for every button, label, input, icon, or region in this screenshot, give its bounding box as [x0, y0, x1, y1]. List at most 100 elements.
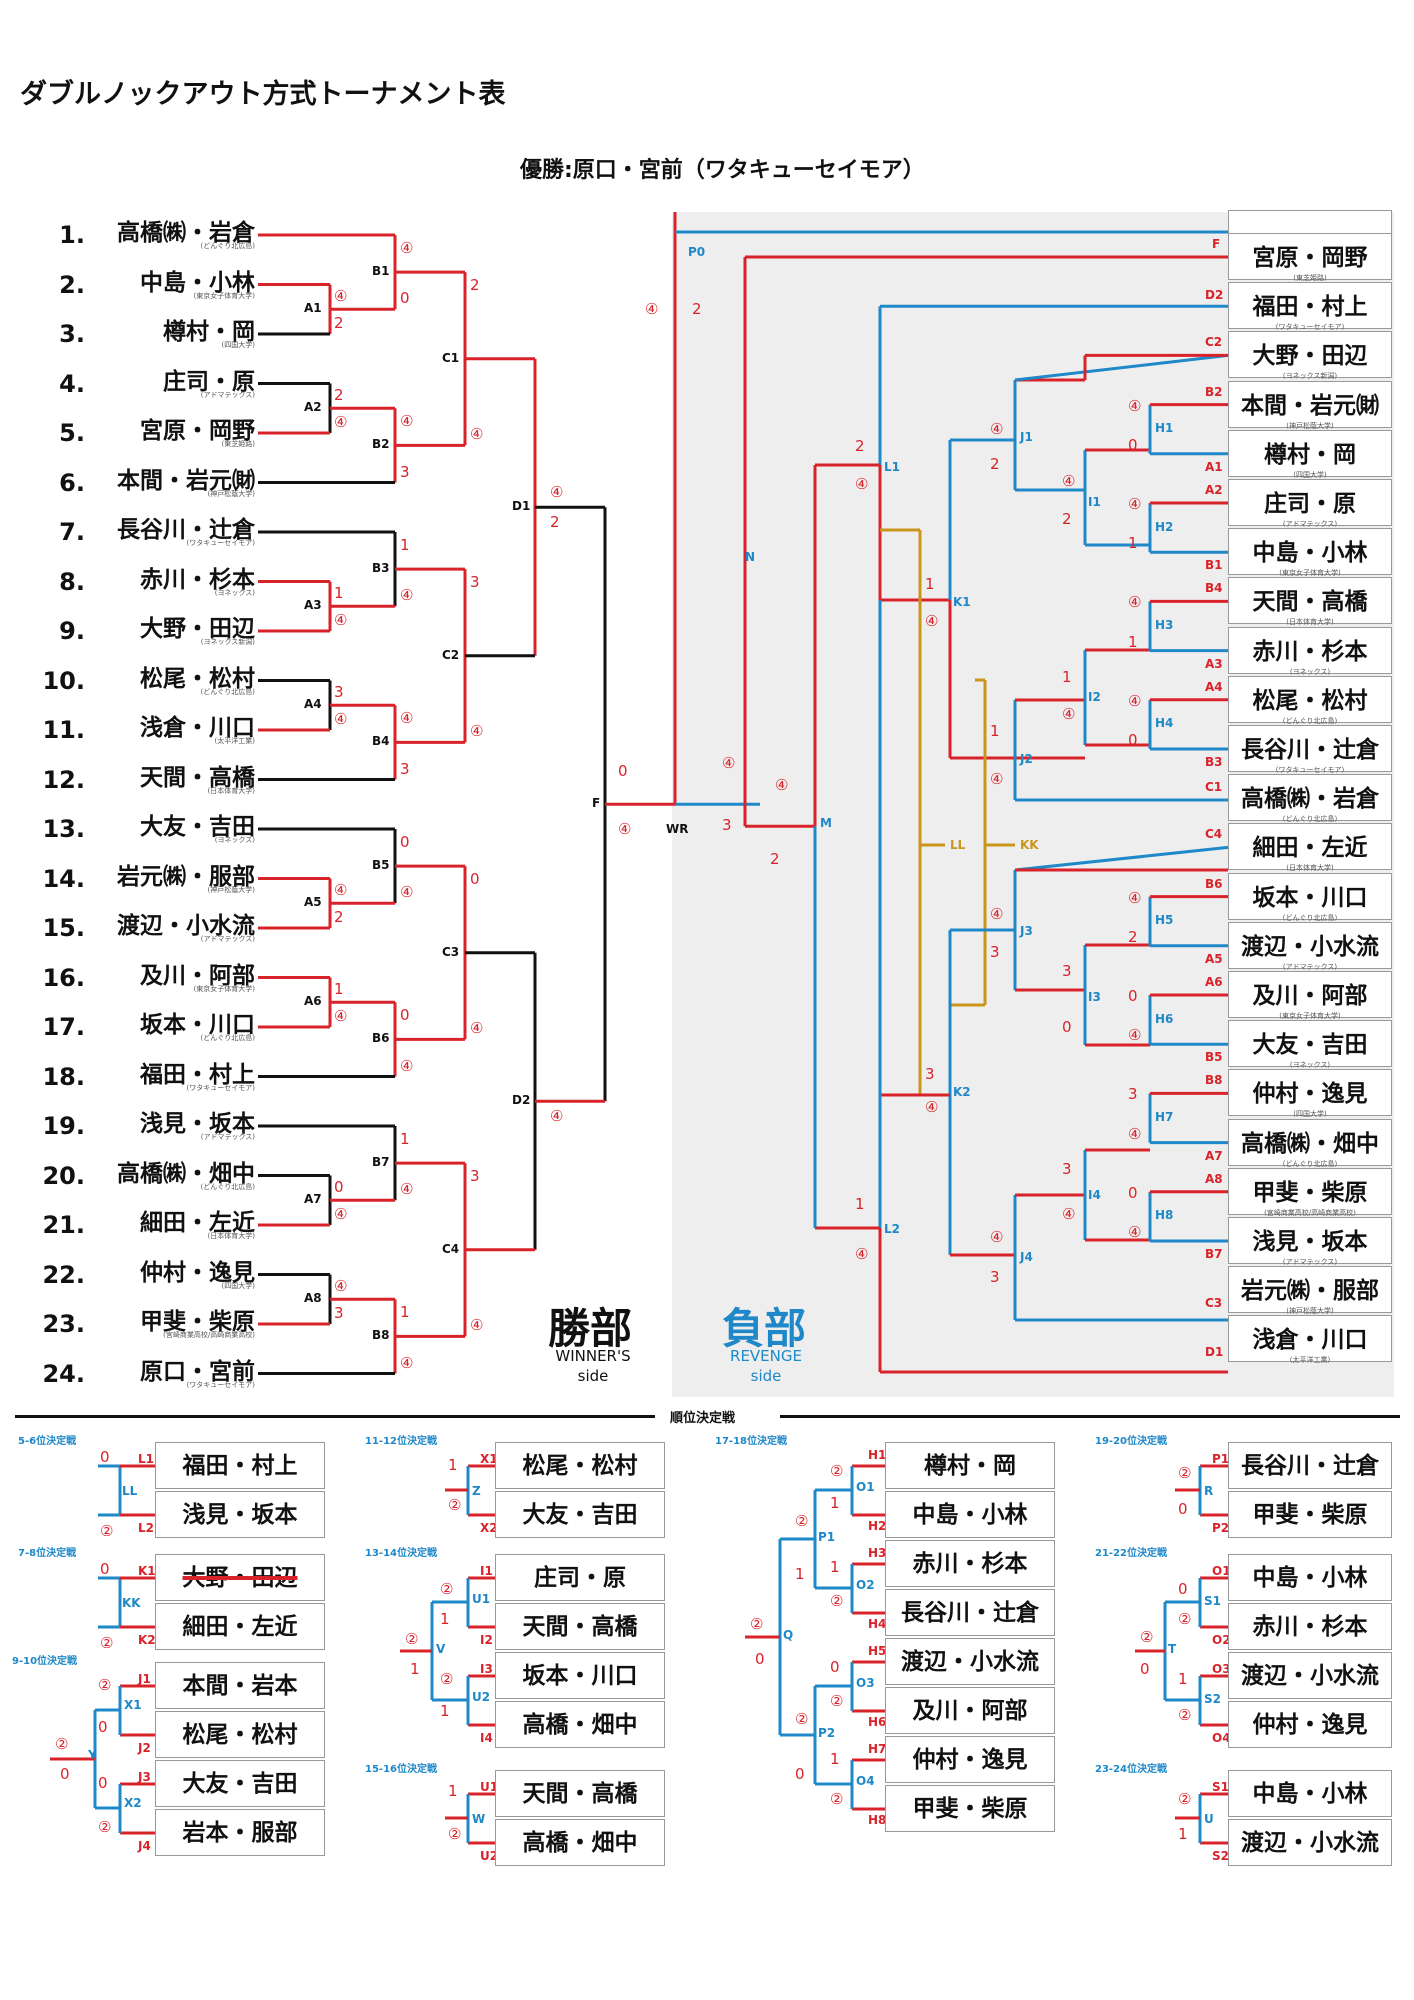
placement-caption: 23-24位決定戦 [1095, 1764, 1167, 1775]
score-label: ④ [855, 1245, 869, 1263]
player-name: 長谷川・辻倉 [117, 517, 255, 543]
match-label: B1 [1205, 558, 1223, 573]
revenge-player-box: 長谷川・辻倉(ワタキューセイモア) [1228, 725, 1392, 774]
score-label: ④ [400, 412, 414, 431]
score-label: ④ [1128, 691, 1142, 710]
player-affiliation: (アドマテックス) [200, 390, 255, 399]
placement-caption: 9-10位決定戦 [12, 1656, 78, 1667]
match-label: I4 [480, 1731, 493, 1745]
winners-side-sub1: WINNER'S [555, 1347, 631, 1365]
player-name: 松尾・松村 [140, 665, 255, 692]
placement-caption: 15-16位決定戦 [365, 1764, 437, 1775]
score-label: ④ [334, 880, 348, 899]
score-label: ④ [334, 1276, 348, 1295]
score-label: ② [100, 1522, 114, 1540]
score-label: 0 [60, 1765, 70, 1783]
placement-name: 中島・小林 [1228, 1770, 1392, 1817]
player-affiliation: (ワタキューセイモア) [1275, 323, 1345, 332]
match-label: I3 [1088, 990, 1101, 1004]
match-label: N [745, 550, 756, 564]
match-label: O4 [856, 1774, 875, 1788]
player-name: 甲斐・柴原 [1252, 1179, 1368, 1206]
player-name: 及川・阿部 [1252, 983, 1368, 1009]
match-label: A2 [304, 400, 322, 415]
page-title: ダブルノックアウト方式トーナメント表 [20, 79, 506, 110]
score-label: 2 [1062, 510, 1072, 528]
score-label: ④ [990, 1228, 1004, 1246]
seed-number: 7. [59, 518, 85, 546]
match-label: P0 [688, 245, 706, 259]
match-label: D2 [512, 1093, 531, 1108]
score-label: 0 [98, 1774, 108, 1792]
placement-name: 赤川・杉本 [885, 1540, 1055, 1587]
seed-number: 10. [42, 666, 85, 695]
placement-name: 岩本・服部 [155, 1809, 325, 1856]
bracket-line [0, 0, 258, 681]
placement-name: 天間・高橋 [495, 1770, 665, 1817]
seed-number: 15. [42, 914, 85, 942]
score-label: 1 [410, 1660, 420, 1678]
score-label: ④ [550, 483, 564, 502]
match-label: H2 [868, 1519, 887, 1533]
score-label: ④ [1062, 705, 1076, 723]
player-name: 大友・吉田 [140, 814, 255, 840]
score-label: ② [795, 1512, 809, 1530]
score-label: 3 [990, 1268, 1000, 1286]
player-affiliation: (日本体育大学) [207, 786, 255, 795]
player-affiliation: (日本体育大学) [1286, 864, 1334, 873]
player-name: 宮原・岡野 [140, 418, 255, 444]
player-name: 及川・阿部 [140, 962, 255, 989]
bracket-line [0, 0, 258, 532]
match-label: B3 [1205, 755, 1223, 769]
score-label: ② [1178, 1790, 1192, 1808]
match-label: A1 [304, 301, 322, 316]
player-name: 福田・村上 [140, 1061, 255, 1088]
bracket-line [0, 0, 258, 483]
score-label: 1 [1178, 1825, 1188, 1843]
score-label: 0 [334, 1177, 344, 1196]
match-label: W [472, 1812, 486, 1826]
score-label: 1 [795, 1565, 805, 1583]
match-label: B6 [372, 1031, 390, 1046]
match-label: T [1168, 1642, 1177, 1656]
score-label: ④ [400, 883, 414, 902]
placement-name: 浅見・坂本 [155, 1491, 325, 1538]
match-label: J1 [138, 1672, 151, 1686]
match-label: LL [122, 1484, 138, 1498]
revenge-player-box: 及川・阿部(東京女子体育大学) [1228, 971, 1392, 1020]
score-label: ④ [618, 820, 632, 839]
revenge-player-box: 高橋㈱・畑中(どんぐり北広島) [1228, 1118, 1392, 1168]
placement-name: 大友・吉田 [495, 1491, 665, 1538]
match-label: H5 [1155, 913, 1174, 928]
revenge-player-box: 坂本・川口(どんぐり北広島) [1228, 872, 1392, 922]
score-label: ② [830, 1790, 844, 1808]
player-affiliation: (ヨネックス新潟) [1282, 372, 1338, 381]
score-label: 3 [470, 1167, 480, 1186]
seed-number: 24. [42, 1359, 85, 1388]
champion-line: 優勝:原口・宮前（ワタキューセイモア） [520, 158, 925, 183]
player-affiliation: (太平洋工業) [214, 737, 255, 745]
score-label: 1 [855, 1195, 865, 1213]
match-label: K2 [953, 1085, 971, 1099]
revenge-player-box: 浅倉・川口(太平洋工業) [1228, 1315, 1392, 1364]
match-label: C4 [442, 1241, 460, 1256]
revenge-player-box: 宮原・岡野(東芝姫路) [1228, 233, 1392, 282]
placement-caption: 5-6位決定戦 [18, 1436, 77, 1447]
bracket-line [0, 0, 258, 384]
score-label: 0 [1178, 1580, 1188, 1598]
match-label: C1 [1205, 780, 1223, 795]
score-label: ② [750, 1615, 764, 1633]
match-label: O3 [856, 1676, 875, 1690]
bracket-line [0, 0, 258, 1225]
match-label: KK [1020, 838, 1039, 852]
match-label: B2 [372, 437, 390, 452]
bracket-line [0, 0, 258, 978]
match-label: A6 [304, 994, 322, 1009]
seed-number: 16. [42, 963, 85, 992]
placement-name: 赤川・杉本 [1228, 1603, 1392, 1650]
player-affiliation: (東京女子体育大学) [1279, 569, 1341, 578]
match-label: A3 [1205, 656, 1223, 671]
placement-name: 松尾・松村 [155, 1711, 325, 1758]
match-label: J3 [1020, 924, 1033, 938]
player-name: 樽村・岡 [163, 319, 255, 345]
